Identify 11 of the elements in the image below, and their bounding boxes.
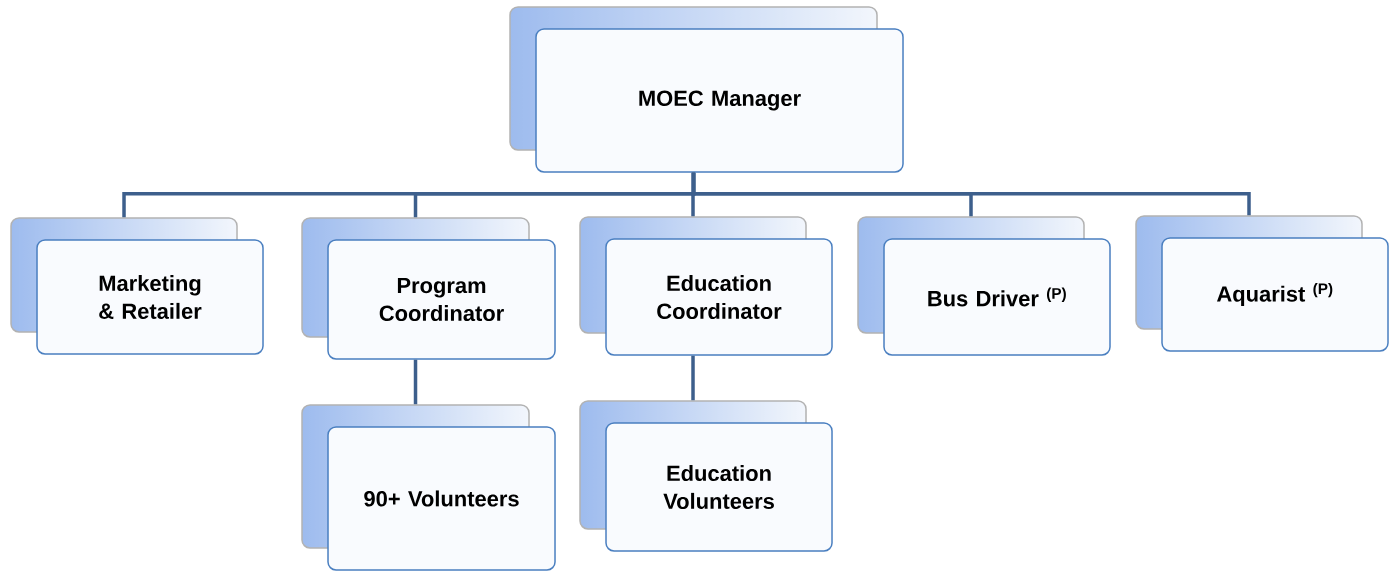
org-box: MOEC Manager	[509, 6, 904, 173]
connector-line	[413, 359, 418, 405]
org-box: Aquarist $^{(P)}$	[1135, 215, 1389, 352]
org-box: Bus Driver $^{(P)}$	[857, 216, 1111, 356]
connector-line	[691, 355, 695, 401]
org-box: 90+ Volunteers	[301, 404, 556, 571]
org-box: Education Volunteers	[579, 400, 833, 552]
connector-line	[691, 172, 1251, 216]
org-box: Program Coordinator	[301, 217, 556, 360]
org-box: Education Coordinator	[579, 216, 833, 356]
org-box: Marketing & Retailer	[10, 217, 264, 355]
